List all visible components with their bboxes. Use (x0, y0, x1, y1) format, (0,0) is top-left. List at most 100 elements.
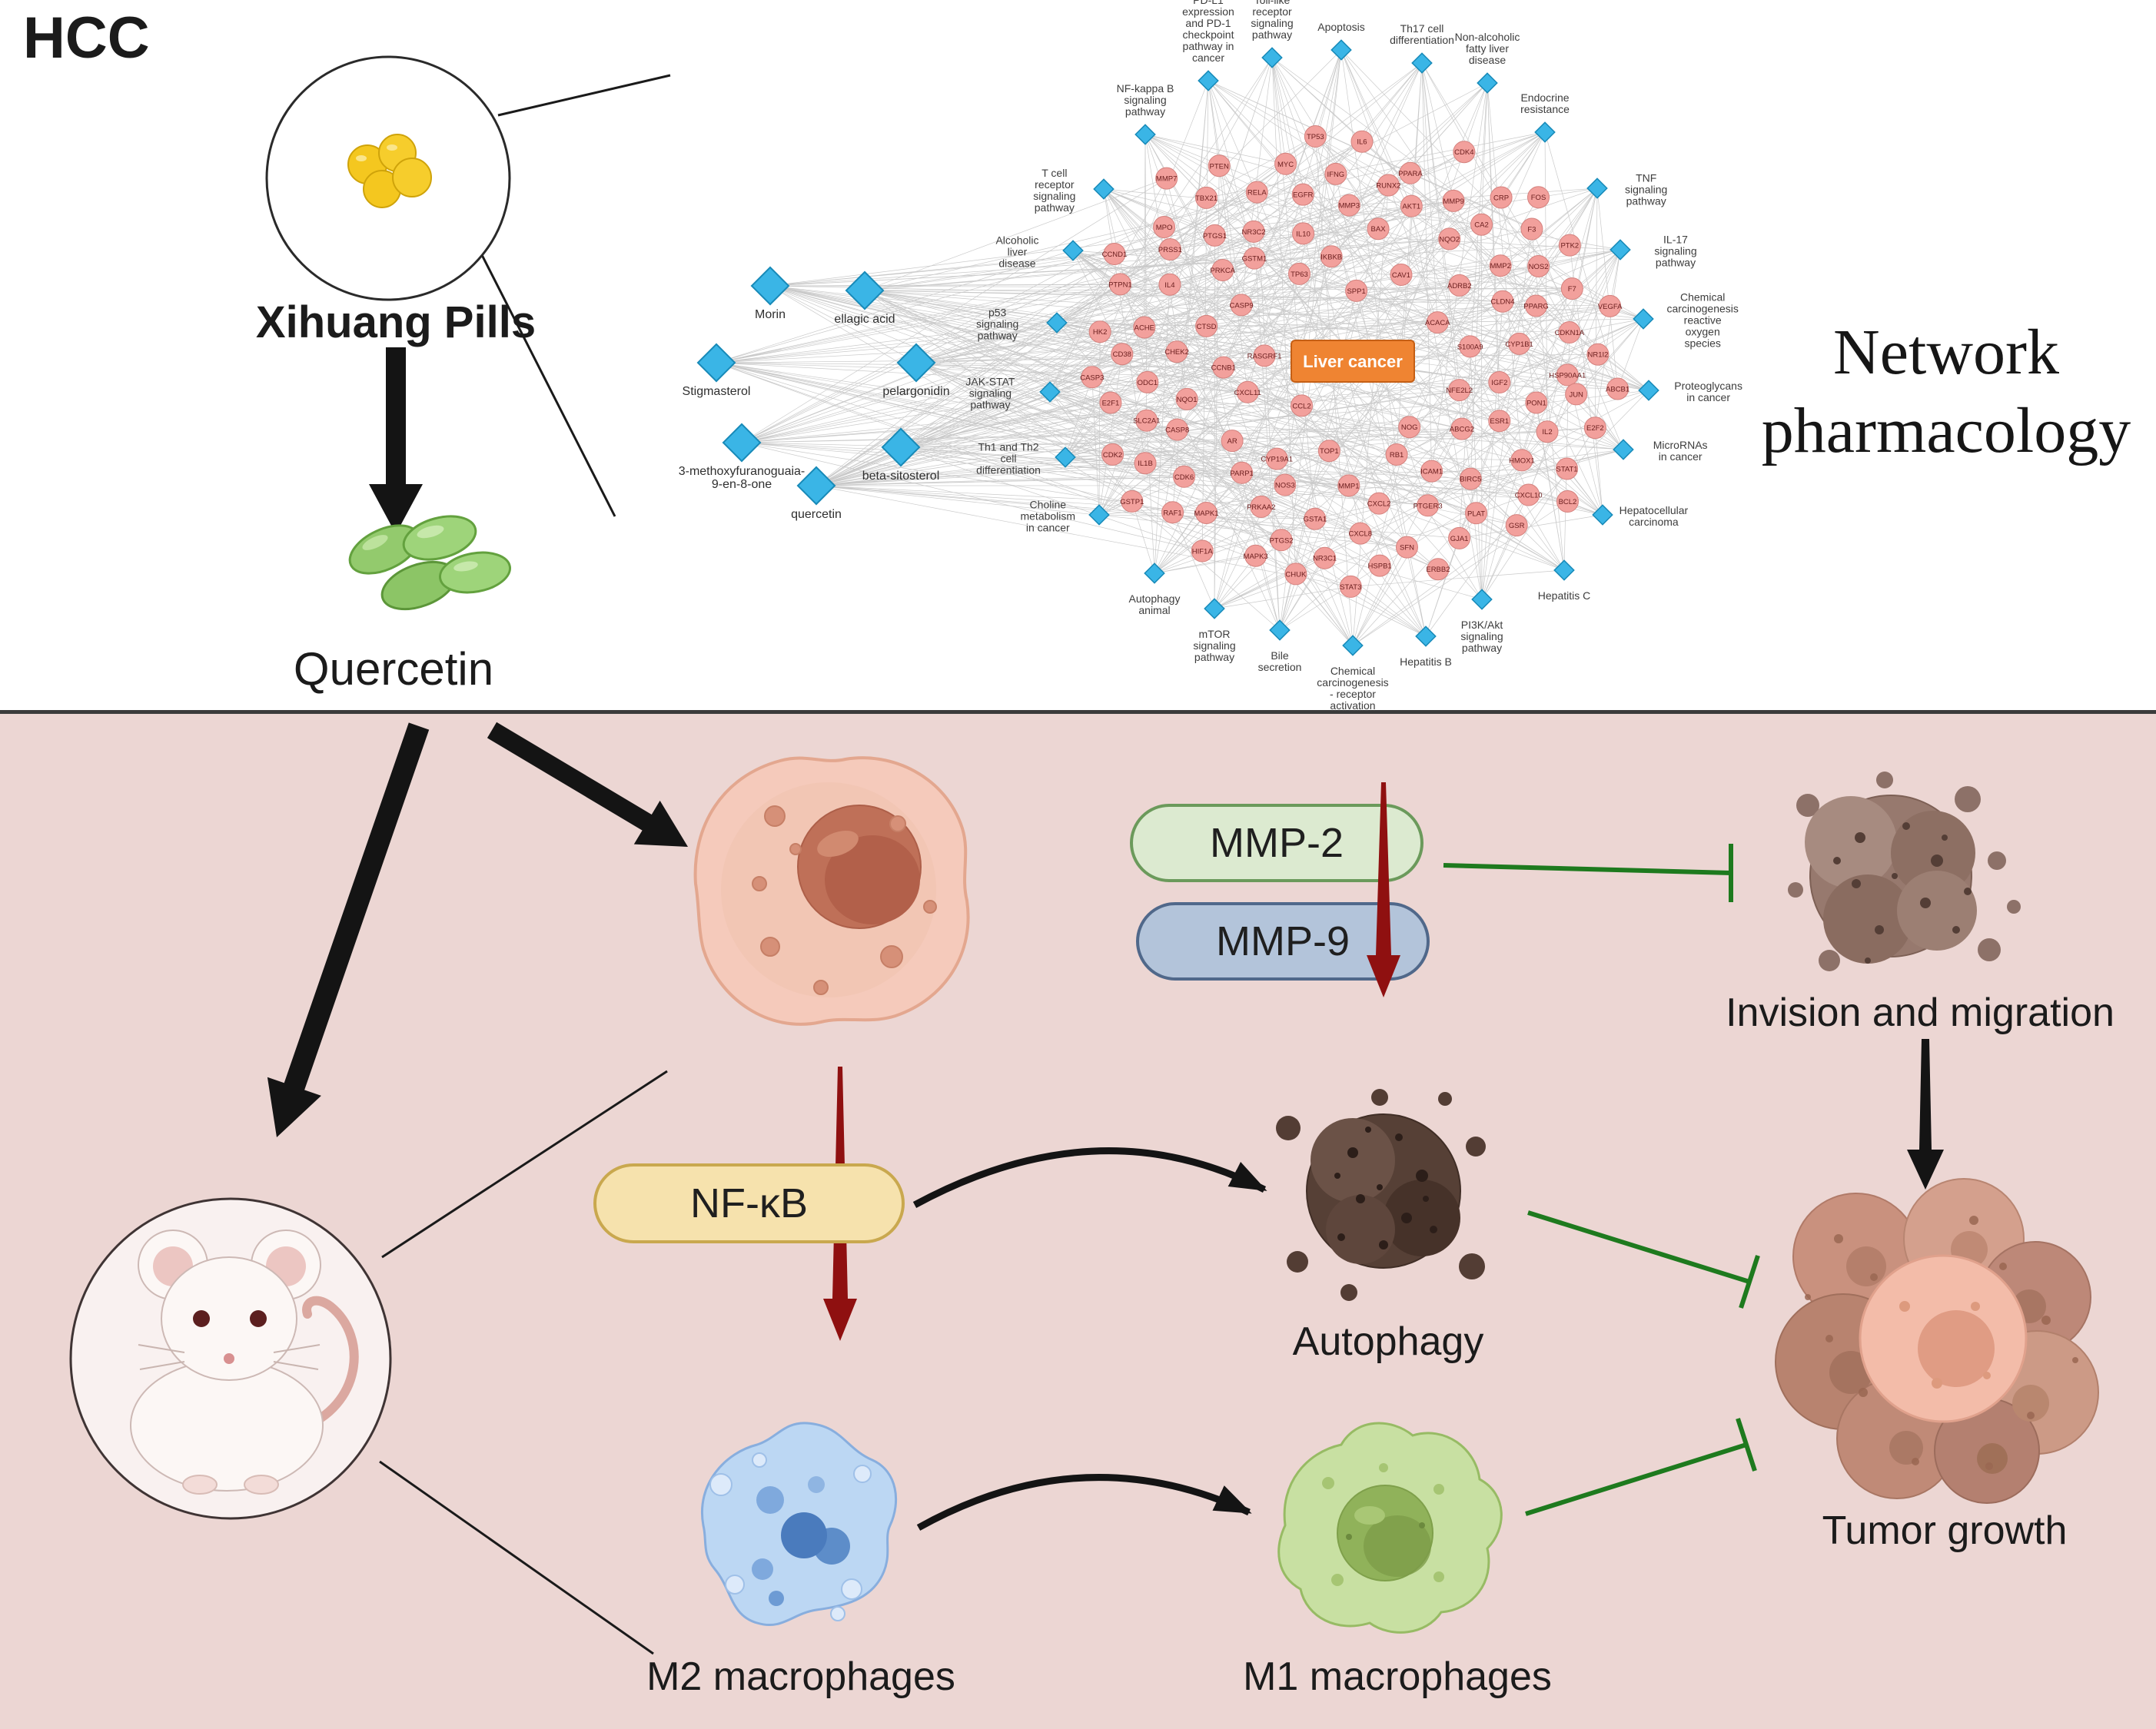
gene-node (1230, 294, 1253, 317)
svg-text:pathway: pathway (978, 330, 1018, 342)
svg-text:IL-17: IL-17 (1663, 234, 1688, 246)
svg-text:NFE2L2: NFE2L2 (1446, 387, 1473, 395)
svg-text:HIF1A: HIF1A (1192, 548, 1214, 556)
gene-node (1166, 418, 1189, 441)
svg-text:pathway: pathway (970, 399, 1010, 411)
pathway-node (1534, 121, 1556, 143)
gene-node (1427, 558, 1450, 581)
svg-text:AKT1: AKT1 (1402, 203, 1420, 211)
pathway-node (1638, 380, 1659, 401)
gene-node (1450, 417, 1473, 440)
pathway-node (1062, 240, 1084, 261)
svg-text:beta-sitosterol: beta-sitosterol (862, 470, 940, 483)
pathway-node (1610, 239, 1631, 261)
svg-text:CA2: CA2 (1474, 221, 1488, 230)
xihuang-pills-label: Xihuang Pills (255, 297, 537, 347)
svg-text:ABCB1: ABCB1 (1606, 385, 1629, 393)
svg-text:liver: liver (1008, 246, 1028, 258)
xihuang-pills-illustration (265, 55, 511, 301)
gene-node (1208, 154, 1231, 178)
compound-node (696, 343, 736, 383)
compound-node (796, 466, 836, 506)
gene-node (1448, 379, 1471, 402)
gene-node (1586, 343, 1610, 366)
network-title-line1: Network (1833, 317, 2059, 388)
gene-node (1583, 416, 1606, 440)
svg-text:MAPK3: MAPK3 (1244, 553, 1268, 561)
svg-text:IL6: IL6 (1357, 138, 1367, 147)
gene-node (1459, 335, 1482, 358)
gene-node (1231, 461, 1254, 484)
svg-text:F7: F7 (1568, 285, 1576, 294)
svg-text:NR1I2: NR1I2 (1587, 351, 1608, 360)
gene-node (1135, 409, 1158, 432)
svg-text:mTOR: mTOR (1199, 628, 1231, 640)
svg-text:disease: disease (998, 257, 1035, 270)
pathway-node (1093, 178, 1115, 200)
gene-node (1385, 443, 1408, 466)
pathway-nodes: NF-kappa BsignalingpathwayPD-L1expressio… (965, 0, 1742, 712)
svg-text:SFN: SFN (1400, 544, 1414, 553)
svg-text:AR: AR (1227, 437, 1237, 446)
quercetin-illustration (348, 515, 512, 611)
pathway-node (1633, 308, 1654, 330)
gene-node (1244, 544, 1267, 567)
svg-text:BAX: BAX (1371, 225, 1387, 234)
svg-text:PRSS1: PRSS1 (1158, 246, 1182, 254)
gene-node (1488, 371, 1511, 394)
gene-node (1212, 356, 1235, 379)
gene-node (1136, 370, 1159, 393)
gene-node (1399, 161, 1422, 184)
svg-text:CCNB1: CCNB1 (1211, 364, 1236, 373)
gene-node (1304, 507, 1327, 530)
svg-text:CYP1B1: CYP1B1 (1505, 340, 1533, 349)
gene-node (1253, 344, 1276, 367)
gene-node (1508, 332, 1531, 355)
gene-node (1158, 238, 1181, 261)
svg-text:IKBKB: IKBKB (1321, 253, 1342, 261)
svg-text:PI3K/Akt: PI3K/Akt (1461, 619, 1503, 631)
gene-node (1287, 262, 1311, 285)
svg-text:PON1: PON1 (1526, 399, 1546, 407)
pathway-node (1342, 635, 1364, 656)
svg-text:differentiation: differentiation (1390, 34, 1454, 46)
svg-text:MMP1: MMP1 (1338, 482, 1359, 490)
pathway-node (1204, 598, 1225, 619)
svg-text:disease: disease (1469, 54, 1506, 66)
svg-text:Stigmasterol: Stigmasterol (683, 385, 751, 398)
svg-text:E2F1: E2F1 (1102, 399, 1120, 407)
svg-text:HSP90AA1: HSP90AA1 (1549, 371, 1586, 380)
svg-text:S100A9: S100A9 (1457, 343, 1483, 351)
svg-text:fatty liver: fatty liver (1466, 42, 1509, 55)
svg-text:Th1 and Th2: Th1 and Th2 (978, 441, 1038, 453)
svg-text:receptor: receptor (1035, 178, 1075, 191)
svg-text:HK2: HK2 (1093, 328, 1107, 337)
svg-text:Liver cancer: Liver cancer (1303, 352, 1403, 371)
gene-node (1317, 440, 1340, 463)
svg-text:MMP7: MMP7 (1156, 175, 1177, 184)
svg-text:CTSD: CTSD (1197, 323, 1217, 331)
pathway-node (1144, 563, 1165, 584)
svg-text:CXCL10: CXCL10 (1515, 492, 1543, 500)
svg-text:PTEN: PTEN (1210, 162, 1229, 171)
network-edges (716, 49, 1649, 646)
compound-node (896, 343, 936, 383)
tumor-growth-label: Tumor growth (1822, 1508, 2068, 1553)
svg-text:activation: activation (1330, 699, 1375, 712)
gene-node (1489, 254, 1512, 277)
pathway-node (1613, 439, 1634, 460)
gene-node (1270, 529, 1293, 552)
gene-node (1390, 264, 1413, 287)
svg-text:NQO2: NQO2 (1439, 235, 1460, 244)
gene-node (1243, 247, 1266, 270)
gene-node (1337, 194, 1360, 217)
gene-node (1242, 220, 1265, 243)
svg-text:carcinoma: carcinoma (1629, 516, 1679, 528)
pathway-node (1415, 626, 1437, 647)
gene-node (1426, 311, 1449, 334)
gene-node (1211, 258, 1234, 281)
gene-node (1101, 443, 1125, 466)
svg-text:T cell: T cell (1041, 167, 1067, 179)
svg-text:pathway: pathway (1656, 257, 1696, 269)
svg-text:pathway: pathway (1252, 28, 1292, 41)
